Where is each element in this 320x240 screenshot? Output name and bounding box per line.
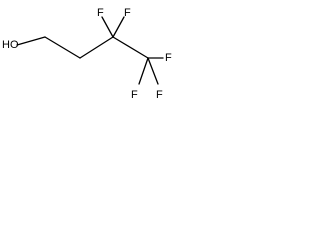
chemical-structure-drawing: HO F F F F F — [2, 7, 172, 101]
bond-o-c1 — [16, 36, 46, 46]
bond-c3-f-upper-right — [112, 16, 125, 38]
atom-label-fluorine: F — [124, 7, 131, 19]
atom-label-fluorine: F — [156, 89, 163, 101]
bond-c3-c4 — [112, 36, 149, 59]
bond-c2-c3 — [79, 36, 114, 59]
atom-label-fluorine: F — [97, 7, 104, 19]
bond-c1-c2 — [44, 36, 81, 59]
atom-label-fluorine: F — [165, 52, 172, 64]
bond-c4-f-lower-right — [147, 57, 159, 85]
atom-label-fluorine: F — [131, 89, 138, 101]
bond-c4-f-lower-left — [138, 57, 149, 85]
bond-c3-f-upper-left — [101, 16, 114, 38]
atom-label-hydroxyl: HO — [2, 39, 19, 51]
